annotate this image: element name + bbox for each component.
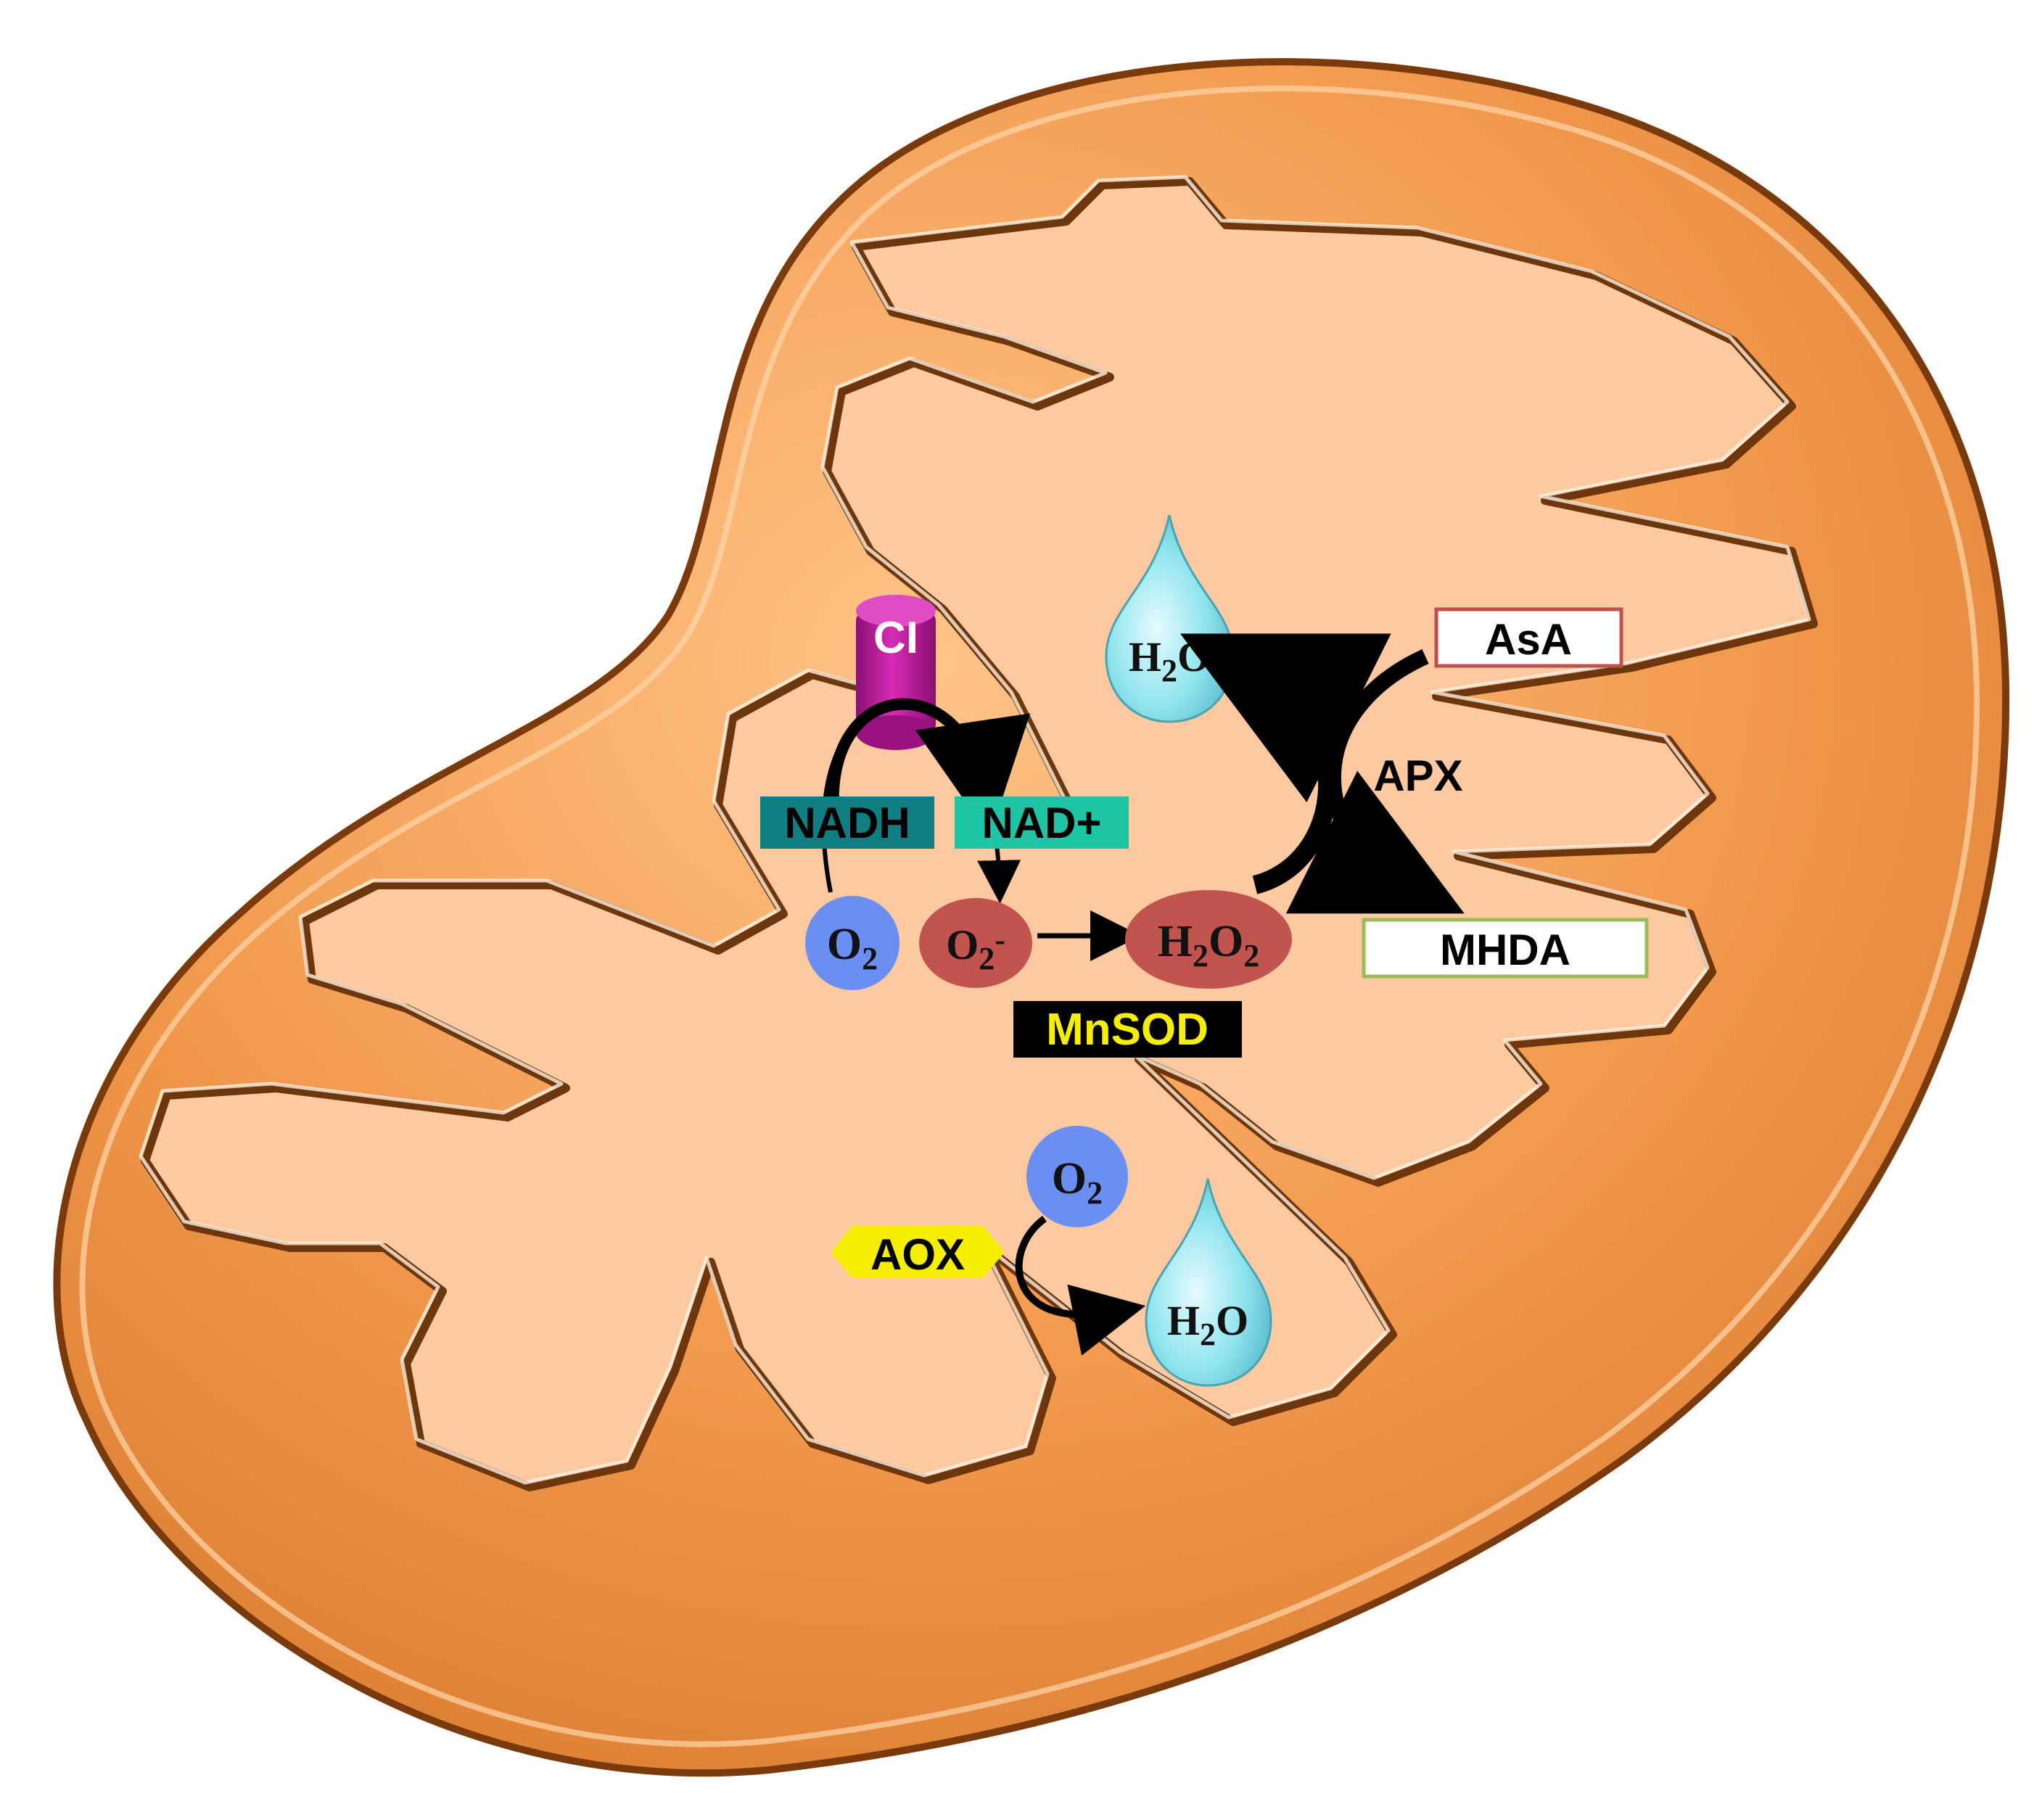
apx-label: APX	[1373, 752, 1462, 800]
aox-label: AOX	[870, 1230, 965, 1279]
o2-left-label: O2	[827, 920, 878, 976]
mhda-label: MHDA	[1440, 926, 1570, 974]
asa-box: AsA	[1434, 607, 1623, 668]
water-drop-bottom: H2O	[1145, 1178, 1272, 1387]
aox-reaction-arrow	[1015, 1215, 1146, 1356]
h2o2-label: H2O2	[1158, 917, 1259, 973]
apx-reaction-arrows	[1180, 633, 1465, 914]
complex-i-label: CI	[873, 613, 918, 663]
nad-plus-label: NAD+	[981, 799, 1101, 847]
superoxide-molecule: O2-	[919, 898, 1032, 988]
o2-bottom-label: O2	[1052, 1154, 1103, 1211]
nadh-box: NADH	[760, 796, 934, 849]
water-bottom-label: H2O	[1167, 1297, 1248, 1352]
nadh-label: NADH	[784, 799, 910, 847]
o2-molecule-left: O2	[805, 896, 899, 990]
complex-i: CI	[856, 595, 936, 750]
nad-plus-box: NAD+	[955, 796, 1129, 849]
superoxide-label: O2-	[946, 921, 1005, 976]
mhda-box: MHDA	[1362, 918, 1649, 979]
hydrogen-peroxide-molecule: H2O2	[1125, 890, 1292, 989]
asa-label: AsA	[1485, 615, 1572, 664]
mnsod-box: MnSOD	[1013, 1001, 1242, 1058]
water-drop-icon	[1145, 1178, 1272, 1387]
aox-box: AOX	[831, 1226, 1005, 1279]
mnsod-label: MnSOD	[1046, 1005, 1209, 1055]
o2-molecule-bottom: O2	[1026, 1126, 1128, 1227]
